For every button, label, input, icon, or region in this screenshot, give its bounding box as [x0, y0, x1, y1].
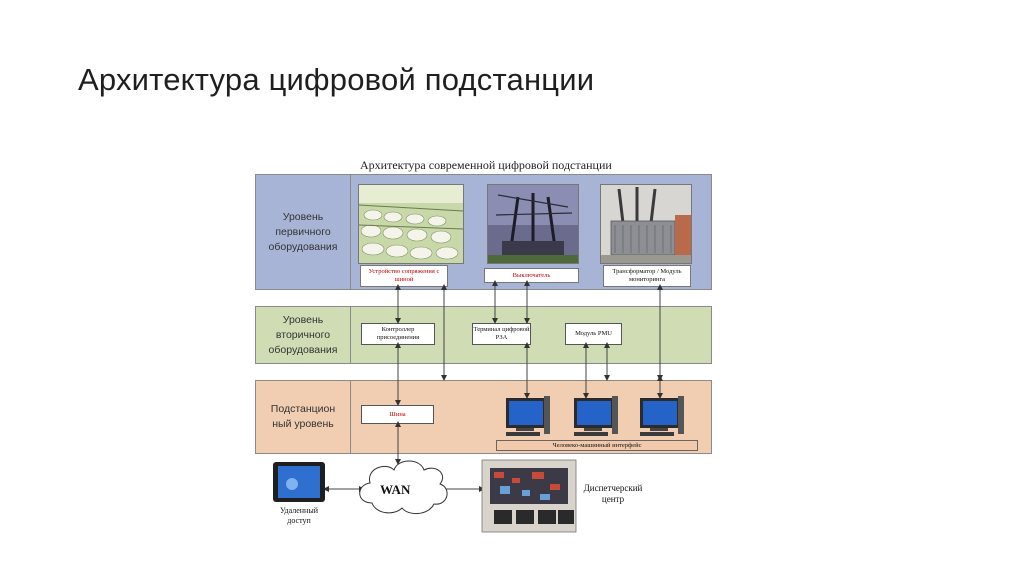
terminal-box: Терминал цифровой РЗА: [472, 323, 531, 345]
monitor-icon-3: [640, 396, 684, 436]
dispatch-center-photo: [481, 459, 577, 533]
band-divider: [350, 307, 351, 363]
diagram-caption: Архитектура современной цифровой подстан…: [360, 158, 612, 172]
primary-level-band: Уровень первичного оборудования: [255, 174, 712, 290]
station-level-label: Подстанцион ный уровень: [270, 403, 336, 430]
primary-level-label: Уровень первичного оборудования: [268, 210, 338, 253]
vertical-connectors: [395, 280, 663, 465]
switchgear-photo: [358, 184, 464, 264]
monitor-icon-2: [574, 396, 618, 436]
breaker-photo: [487, 184, 579, 264]
breaker-caption: Выключатель: [484, 268, 579, 283]
secondary-level-label: Уровень вторичного оборудования: [268, 313, 338, 356]
remote-access-label: Удаленный доступ: [280, 506, 318, 525]
wan-cloud-icon: [359, 460, 448, 514]
hmi-bar: Человеко-машинный интерфейс: [496, 440, 698, 451]
transformer-caption: Трансформатор / Модуль мониторинга: [603, 265, 691, 287]
wan-label: WAN: [380, 482, 411, 497]
dispatch-center-label: Диспетчерский центр: [583, 483, 643, 504]
pmu-box: Модуль PMU: [565, 323, 622, 345]
monitor-icon-1: [506, 396, 550, 436]
band-divider: [350, 175, 351, 289]
switchgear-caption: Устройство сопряжения с шиной: [360, 265, 448, 287]
slide-title: Архитектура цифровой подстанции: [78, 62, 595, 97]
band-divider: [350, 381, 351, 453]
secondary-level-band: Уровень вторичного оборудования: [255, 306, 712, 364]
tablet-icon: [273, 462, 325, 502]
transformer-photo: [600, 184, 692, 264]
